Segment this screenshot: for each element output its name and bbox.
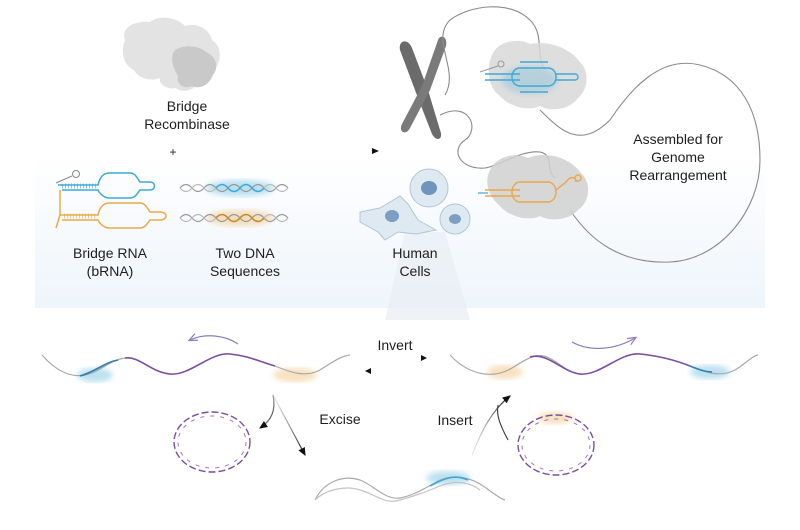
insert-circular-dna — [517, 412, 595, 476]
invert-label: Invert — [377, 337, 413, 353]
assembled-label: Assembled for Genome Rearrangement — [618, 130, 738, 184]
excise-arrows — [259, 394, 306, 457]
bridge-rna-label-line2: (bRNA) — [86, 263, 134, 279]
orange-complex-icon — [478, 154, 589, 220]
invert-arrows — [365, 355, 430, 374]
human-cells-label-line2: Cells — [399, 263, 431, 279]
dna-strand-left — [41, 336, 351, 382]
dna-sequences-label-line1: Two DNA — [215, 245, 275, 261]
bridge-rna-icon — [55, 170, 167, 229]
arrowhead-icon — [372, 148, 379, 154]
human-cells-label-line1: Human — [392, 245, 438, 261]
recombinase-protein-icon — [122, 17, 220, 91]
chromosome-icon — [385, 36, 470, 320]
insert-label: Insert — [437, 412, 473, 428]
assembled-label-line3: Rearrangement — [629, 167, 727, 183]
bridge-rna-label-line1: Bridge RNA — [73, 245, 147, 261]
recombinase-label-line2: Recombinase — [144, 116, 230, 132]
dna-strand-right-inverted — [449, 338, 759, 379]
plus-sign: + — [169, 145, 177, 159]
human-cells-icon — [359, 168, 471, 241]
assembled-label-line2: Genome — [651, 149, 705, 165]
genomic-dna-bottom — [314, 471, 506, 502]
insert-arrows — [471, 395, 511, 456]
two-dna-sequences-icon — [179, 180, 289, 226]
dna-sequences-label: Two DNA Sequences — [190, 244, 300, 280]
bridge-rna-label: Bridge RNA (bRNA) — [55, 244, 165, 280]
human-cells-label: Human Cells — [375, 244, 455, 280]
excised-circular-dna — [173, 411, 251, 473]
blue-complex-icon — [479, 40, 587, 110]
assembled-label-line1: Assembled for — [633, 131, 723, 147]
excise-label: Excise — [319, 411, 361, 427]
dna-sequences-label-line2: Sequences — [209, 263, 281, 279]
recombinase-label: Bridge Recombinase — [132, 97, 242, 133]
recombinase-label-line1: Bridge — [166, 98, 208, 114]
